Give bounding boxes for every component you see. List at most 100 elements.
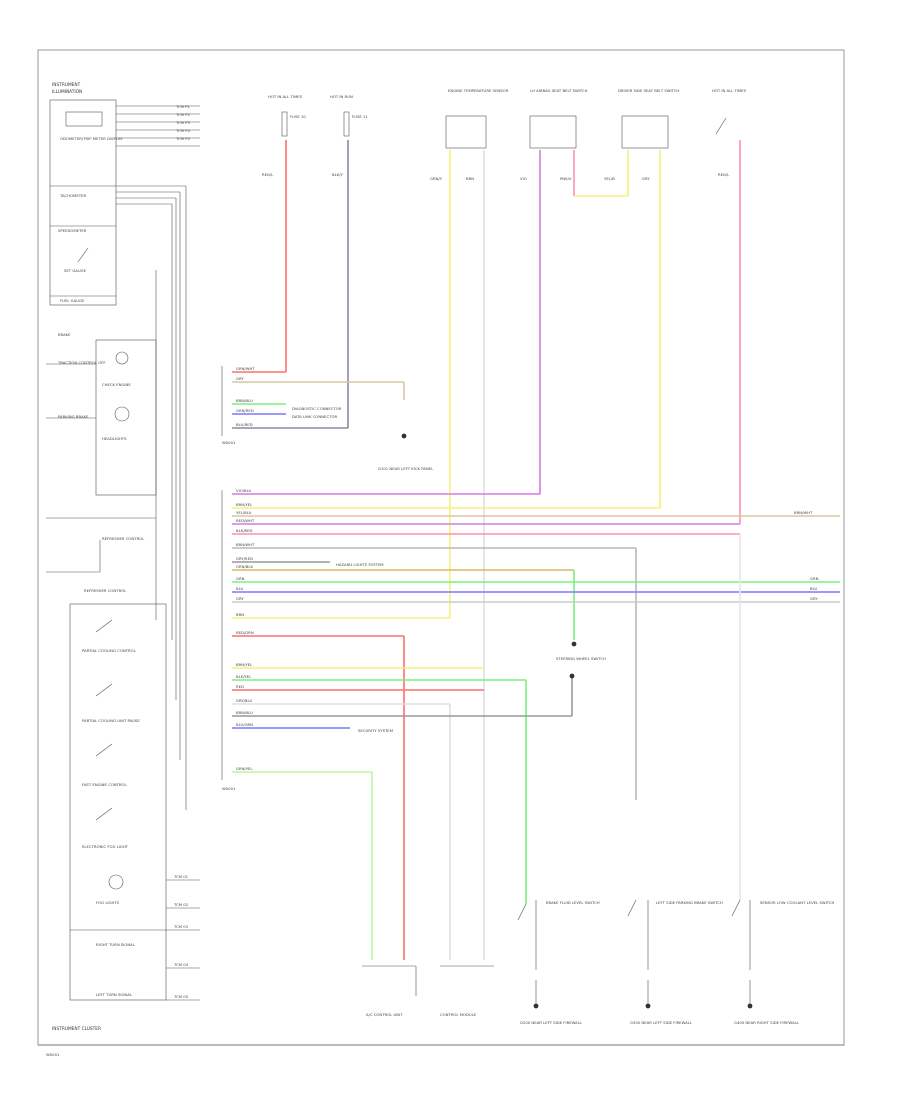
conn-label-10: BLK/RED — [236, 528, 253, 533]
fuse-1-wire: RED/L — [262, 172, 274, 177]
fuse-1-label: HOT IN ALL TIMES — [268, 94, 303, 99]
lower-label-6: RIGHT TURN SIGNAL — [96, 942, 136, 947]
instrument-cluster: INSTRUMENT ILLUMINATION ODOMETER/TRIP ME… — [46, 82, 200, 1032]
module-1-label: ENGINE TEMPERATURE SENSOR — [448, 88, 509, 93]
lower-label-0: REFRESHER CONTROL — [84, 588, 127, 593]
fuse-hot-all-times: HOT IN ALL TIMES FUSE 10 RED/L — [262, 94, 306, 177]
right-out-1: BLU — [810, 586, 818, 591]
module-4-label: HOT IN ALL TIMES — [712, 88, 747, 93]
callouts: DATA LINK CONNECTOR G101 NEAR LEFT KICK … — [292, 414, 819, 733]
note-diag-conn: DATA LINK CONNECTOR — [292, 414, 337, 419]
module-3-wire-b: GRY — [642, 176, 650, 181]
switch-1-ground: G200 NEAR LEFT SIDE FIREWALL — [520, 1020, 583, 1025]
lower-label-2: PARTIAL COOLING UNIT PAUSE — [82, 718, 140, 723]
lower-label-1: PARTIAL COOLING CONTROL — [82, 648, 137, 653]
right-pin-2: TCM 02 — [173, 902, 189, 907]
note-ground-g1: G101 NEAR LEFT KICK PANEL — [378, 466, 434, 471]
fuse-2-wire: BLK/Y — [332, 172, 343, 177]
conn-label-23: BRN/BLU — [236, 710, 253, 715]
conn-label-13: ORN/BLK — [236, 564, 253, 569]
cluster-pin-1: TCM P1 — [175, 104, 191, 109]
fuse-1-id: FUSE 10 — [290, 114, 306, 119]
module-1-wire-b: BRN — [466, 176, 474, 181]
module-3-label: DRIVER SIDE SEAT BELT SWITCH — [618, 88, 679, 93]
switch-parking-brake: LEFT SIDE PARKING BRAKE SWITCH G300 NEAR… — [627, 899, 723, 1025]
cluster-pin-2: TCM P2 — [175, 112, 191, 117]
note-hazard: HAZARD LIGHTS SYSTEM — [336, 562, 384, 567]
conn-label-16: GRY — [236, 596, 244, 601]
side-label-parking: PARKING BRAKE — [58, 414, 89, 419]
module-engine-temp: ENGINE TEMPERATURE SENSOR GRN/Y BRN — [430, 88, 509, 181]
module-2-wire-a: VIO — [520, 176, 527, 181]
gauge-label-fuel: FUEL GAUGE — [60, 298, 85, 303]
note-right-out: BRN/WHT — [794, 510, 813, 515]
cluster-top-label-2: ILLUMINATION — [52, 89, 82, 95]
module-3-wire-a: YEL/B — [604, 176, 615, 181]
gauge-label-set: SET GAUGE — [64, 268, 87, 273]
lower-label-4: ELECTRONIC FOG LIGHT — [82, 844, 129, 849]
right-pin-5: TCM 05 — [173, 994, 189, 999]
module-lh-airbag: LH AIRBAG SEAT BELT SWITCH VIO PNK/V — [520, 88, 588, 181]
brake-lamp-icon — [115, 351, 129, 365]
gauge-label-speedo: SPEEDOMETER — [58, 228, 87, 233]
conn-label-3: GRN/RED — [236, 408, 254, 413]
note-steering-sw: STEERING WHEEL SWITCH — [556, 656, 606, 661]
conn-label-15: BLU — [236, 586, 244, 591]
cluster-pin-5: TCM P5 — [175, 136, 191, 141]
connector-pins-upper: W0001 — [221, 366, 236, 445]
conn-label-0: GRN/WHT — [236, 366, 255, 371]
conn-label-8: YEL/BLU — [236, 510, 252, 515]
cluster-top-label-1: INSTRUMENT — [52, 82, 81, 88]
side-label-check: CHECK ENGINE — [102, 382, 131, 387]
right-pin-1: TCM 01 — [173, 874, 189, 879]
switch-1-label: BRAKE FLUID LEVEL SWITCH — [546, 900, 600, 905]
side-label-headlights: HEADLIGHTS — [102, 436, 127, 441]
cluster-top-wires: TCM P1 TCM P2 TCM P3 TCM P4 TCM P5 — [116, 104, 200, 810]
conn-lower-id: W0001 — [222, 786, 236, 791]
module-driver-seatbelt: DRIVER SIDE SEAT BELT SWITCH YEL/B GRY — [604, 88, 679, 181]
conn-label-6: VIO/BLU — [236, 488, 252, 493]
right-pin-3: TCM 03 — [173, 924, 189, 929]
fuse-2-id: FUSE 11 — [352, 114, 368, 119]
lower-label-refresher: REFRESHER CONTROL — [102, 536, 145, 541]
conn-label-9: RED/WHT — [236, 518, 255, 523]
bottom-connector-module: CONTROL MODULE — [440, 965, 494, 1017]
gauge-label-tach: TACHOMETER — [59, 193, 86, 198]
note-security: SECURITY SYSTEM — [358, 728, 393, 733]
cluster-pin-4: TCM P4 — [175, 128, 191, 133]
conn-label-7: BRN/YEL — [236, 502, 253, 507]
odometer-display — [65, 111, 103, 127]
footer-code: W0001 — [46, 1052, 60, 1057]
conn-label-14: GRN — [236, 576, 245, 581]
wire-harness — [232, 140, 840, 960]
switch-brake-fluid: BRAKE FLUID LEVEL SWITCH G200 NEAR LEFT … — [517, 900, 600, 1025]
conn-label-18: RED/GRN — [236, 630, 254, 635]
conn-label-17: BRN — [236, 612, 244, 617]
conn-label-24: BLU/GRN — [236, 722, 253, 727]
right-out-0: GRN — [810, 576, 819, 581]
conn-label-5: DIAGNOSTIC CONNECTOR — [292, 406, 342, 411]
conn-label-12: GRY/RED — [236, 556, 253, 561]
conn-label-11: BRN/WHT — [236, 542, 255, 547]
right-out-2: GRY — [810, 596, 818, 601]
lower-right-pins: TCM 01 TCM 02 TCM 03 TCM 04 TCM 05 — [166, 874, 200, 1001]
switch-3-label: SENSOR LOW COOLANT LEVEL SWITCH — [760, 900, 834, 905]
connector-wire-labels: GRN/WHT GRY BRN/BLU GRN/RED BLU/RED DIAG… — [236, 366, 342, 771]
conn-label-25: GRN/YEL — [236, 766, 253, 771]
module-4-wire: RED/L — [718, 172, 730, 177]
bottom-connector-ac: A/C CONTROL UNIT — [362, 965, 417, 1017]
ac-control-label: A/C CONTROL UNIT — [366, 1012, 403, 1017]
switch-coolant-level: SENSOR LOW COOLANT LEVEL SWITCH G400 NEA… — [731, 899, 834, 1025]
conn-label-4: BLU/RED — [236, 422, 253, 427]
fuse-hot-in-run: HOT IN RUN FUSE 11 BLK/Y — [330, 94, 368, 177]
switch-2-label: LEFT SIDE PARKING BRAKE SWITCH — [656, 900, 723, 905]
switch-2-ground: G300 NEAR LEFT SIDE FIREWALL — [630, 1020, 693, 1025]
conn-label-21: RED — [236, 684, 244, 689]
gauge-group-box — [49, 99, 117, 306]
check-engine-lamp-icon — [114, 406, 130, 422]
fuse-2-label: HOT IN RUN — [330, 94, 353, 99]
lower-label-7: LEFT TURN SIGNAL — [96, 992, 133, 997]
conn-label-22: GRY/BLU — [236, 698, 252, 703]
control-module-label: CONTROL MODULE — [440, 1012, 477, 1017]
gauge-label-odometer: ODOMETER/TRIP METER DISPLAY — [60, 136, 123, 141]
